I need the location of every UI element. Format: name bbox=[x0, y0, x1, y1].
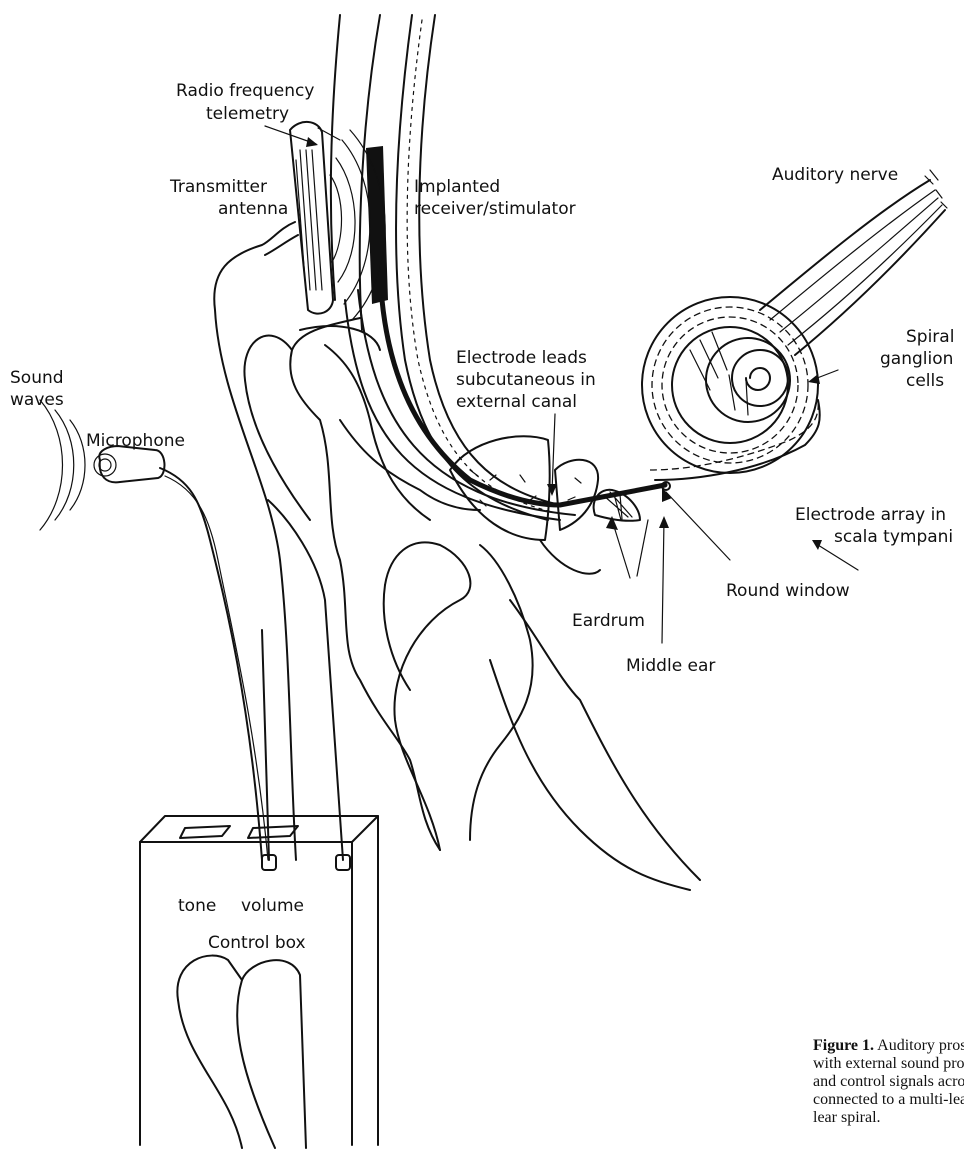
label-round-window: Round window bbox=[726, 581, 850, 601]
label-middle-ear: Middle ear bbox=[626, 656, 715, 676]
cochlea bbox=[642, 297, 820, 480]
label-ganglion: ganglion bbox=[880, 349, 953, 369]
label-electrode-array: Electrode array in bbox=[795, 505, 946, 525]
label-radio-frequency: Radio frequency bbox=[176, 81, 314, 101]
transmitter-antenna bbox=[214, 122, 333, 860]
label-waves: waves bbox=[10, 390, 64, 410]
scalp-wall bbox=[331, 15, 575, 520]
tone-knob[interactable] bbox=[180, 826, 230, 838]
caption-line-3: and control signals across th bbox=[813, 1073, 964, 1091]
label-tone: tone bbox=[178, 896, 216, 916]
label-subcutaneous: subcutaneous in bbox=[456, 370, 596, 390]
label-external-canal: external canal bbox=[456, 392, 577, 412]
caption-line-1: Auditory prosthes bbox=[877, 1037, 964, 1054]
sound-waves bbox=[40, 400, 85, 530]
label-telemetry: telemetry bbox=[206, 104, 289, 124]
label-implanted: Implanted bbox=[414, 177, 500, 197]
label-sound: Sound bbox=[10, 368, 64, 388]
volume-knob[interactable] bbox=[248, 826, 298, 838]
label-control-box: Control box bbox=[208, 933, 306, 953]
label-microphone: Microphone bbox=[86, 431, 185, 451]
label-transmitter: Transmitter bbox=[169, 177, 267, 197]
label-receiver-stimulator: receiver/stimulator bbox=[414, 199, 576, 219]
caption-line-2: with external sound proces bbox=[813, 1055, 964, 1073]
figure-label: Figure 1. bbox=[813, 1037, 874, 1054]
label-eardrum: Eardrum bbox=[572, 611, 645, 631]
microphone-assembly bbox=[94, 446, 268, 860]
figure-caption: Figure 1. Auditory prosthes with externa… bbox=[813, 1037, 964, 1127]
label-antenna: antenna bbox=[218, 199, 288, 219]
label-spiral: Spiral bbox=[906, 327, 954, 347]
label-volume: volume bbox=[241, 896, 304, 916]
label-auditory-nerve: Auditory nerve bbox=[772, 165, 898, 185]
caption-line-4: connected to a multi-lead ele bbox=[813, 1091, 964, 1109]
caption-line-5: lear spiral. bbox=[813, 1109, 964, 1127]
label-scala-tympani: scala tympani bbox=[834, 527, 953, 547]
label-cells: cells bbox=[906, 371, 944, 391]
label-electrode-leads: Electrode leads bbox=[456, 348, 587, 368]
